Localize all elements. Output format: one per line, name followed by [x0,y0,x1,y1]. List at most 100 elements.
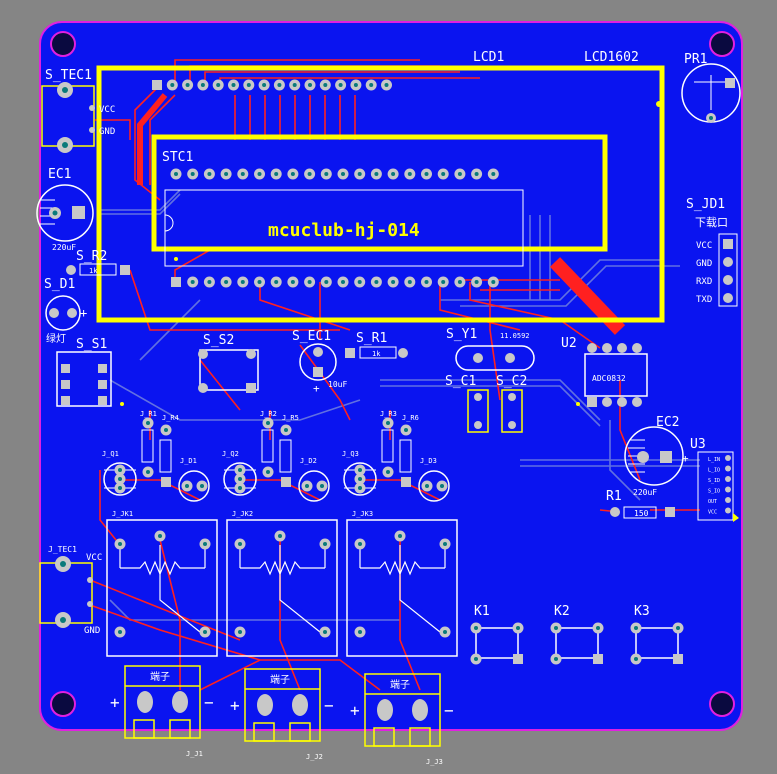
terminal-outline [124,665,201,739]
transistor-body [223,462,257,496]
pad-drill [238,486,242,490]
pad-drill [278,534,282,538]
pad-drill [290,280,295,284]
pad-drill [240,280,245,284]
pad-drill [407,172,412,176]
terminal-slot [133,719,155,739]
u3-pin-label: L_IN [708,457,720,463]
pad-drill [457,172,462,176]
u3-pin [725,486,731,493]
s-tec1-gnd: GND [99,127,115,137]
resistor-label: J_R3 [380,410,397,418]
pad-drill [386,421,390,425]
terminal-pad [172,691,188,713]
pad-drill [118,477,122,481]
pad-drill [203,630,207,634]
pad-drill [324,172,329,176]
terminal-plus: + [230,696,240,715]
s-s1-outline [56,351,112,407]
pad-drill [491,172,496,176]
resistor-body [261,429,274,463]
pad-drill [118,542,122,546]
terminal-minus: − [204,693,214,712]
transistor-label: J_Q1 [102,450,119,458]
pad-drill [424,280,429,284]
s-y1-value: 11.0592 [500,332,530,340]
terminal-outline [244,668,321,742]
s-jd1-vcc: VCC [696,241,712,251]
s-jd1-rxd: RXD [696,277,712,287]
j-tec1-label: J_TEC1 [48,545,77,554]
s-s2-outline [199,349,259,391]
push-button: K1 [470,604,524,665]
terminal-pad [377,699,393,721]
s-c1-label: S_C1 [445,374,476,389]
s-tec1-label: S_TEC1 [45,68,92,83]
button-outline [555,627,599,659]
pad-drill [266,470,270,474]
pad-drill [374,280,379,284]
s-tec1-vcc: VCC [99,105,115,115]
lcd-header-pads [152,79,392,91]
pad-drill [357,172,362,176]
s-y1-body [455,345,535,371]
pad-drill [443,630,447,634]
pad-drill [274,172,279,176]
pad-square [513,654,523,664]
s-c2-outline [501,389,523,433]
resistor-label: J_R6 [402,414,419,422]
pad-drill [308,83,312,87]
transistor-label: J_Q3 [342,450,359,458]
s-ec1-plus: + [313,382,320,395]
u3-pin-label: S_ID [708,478,720,484]
pad-square [673,654,683,664]
u3-pin-label: VCC [708,510,717,516]
pr1-label: PR1 [684,52,707,67]
s-s2-label: S_S2 [203,333,234,348]
s-r2-label: S_R2 [76,249,107,264]
terminal-minus: − [444,701,454,720]
s-y1-label: S_Y1 [446,327,477,342]
pad-drill [516,626,520,630]
terminal-ref: J_J2 [306,753,323,761]
relay-label: J_JK1 [112,510,133,518]
s-c1-outline [467,389,489,433]
terminal-plus: + [350,701,360,720]
pad-drill [341,280,345,284]
s-r1-value: 1k [372,350,381,358]
pad-drill [323,83,328,87]
pad-drill [231,83,236,87]
terminal-outline [364,673,441,747]
pad-drill [374,172,379,176]
u3-outline [697,451,734,521]
terminal-slot [169,719,191,739]
pad-drill [320,484,324,488]
diode-body [298,470,330,502]
r1-label: R1 [606,489,622,504]
pad-drill [358,630,362,634]
s-jd1-gnd: GND [696,259,712,269]
pad-drill [386,470,390,474]
button-outline [475,627,519,659]
resistor-body [279,439,292,473]
pad-drill [238,468,242,472]
pad-drill [238,477,242,481]
resistor-body [381,429,394,463]
resistor-label: J_R4 [162,414,179,422]
s-d1-note: 绿灯 [46,332,66,345]
u3-pin [725,476,731,482]
pad-drill [257,172,262,176]
button-outline [635,627,679,659]
pad-drill [424,172,429,176]
pad-drill [203,542,207,546]
j-tec1-gnd: GND [84,626,100,636]
u3-pin [725,507,731,514]
resistor-label: J_R2 [260,410,277,418]
u3-pin-label: L_IO [708,468,720,474]
pad-drill [407,280,412,284]
pad-drill [634,626,638,630]
u2-label: U2 [561,336,577,351]
relay-outline [106,519,218,657]
ec1-label: EC1 [48,167,71,182]
